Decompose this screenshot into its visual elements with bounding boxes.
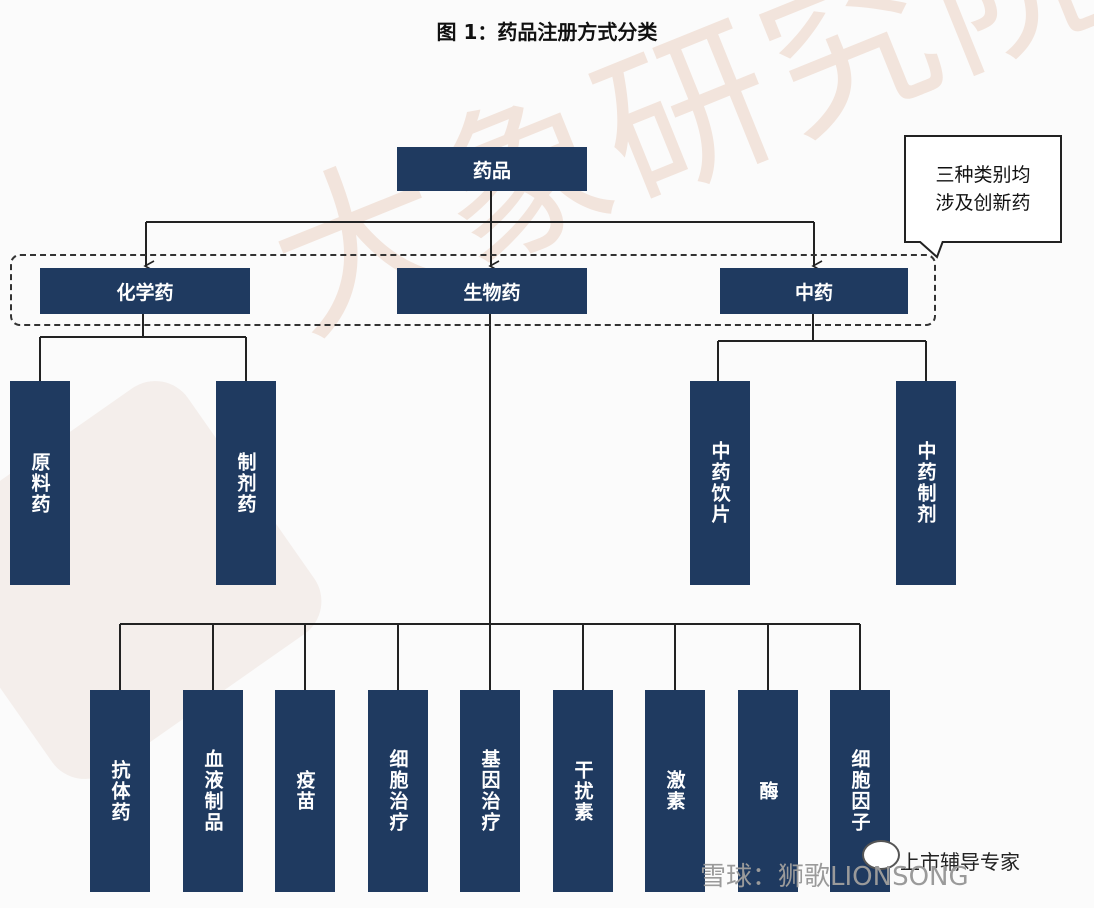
callout-line-1: 三种类别均: [935, 164, 1031, 186]
category-chemical: 化学药: [40, 268, 250, 314]
root-node: 药品: [397, 147, 587, 191]
bio-child-3: 细胞治疗: [368, 690, 428, 892]
chemical-child-api: 原料药: [10, 381, 70, 585]
footer-xueqiu: 雪球：狮歌LIONSONG: [700, 862, 969, 892]
bio-child-4: 基因治疗: [460, 690, 520, 892]
bio-child-6: 激素: [645, 690, 705, 892]
callout-line-2: 涉及创新药: [935, 192, 1031, 214]
figure-title: 图 1：药品注册方式分类: [436, 20, 658, 44]
callout-note: 三种类别均 涉及创新药: [904, 135, 1062, 243]
tcm-child-preparations: 中药制剂: [896, 381, 956, 585]
chemical-child-formulation: 制剂药: [216, 381, 276, 585]
category-group-outline: [10, 254, 936, 326]
bio-child-5: 干扰素: [553, 690, 613, 892]
category-tcm: 中药: [720, 268, 908, 314]
category-biological: 生物药: [397, 268, 587, 314]
footer-account: 上市辅导专家: [900, 850, 1020, 874]
bio-child-2: 疫苗: [275, 690, 335, 892]
wechat-icon: [862, 840, 900, 870]
bio-child-1: 血液制品: [183, 690, 243, 892]
bio-child-0: 抗体药: [90, 690, 150, 892]
callout-tail: [918, 241, 944, 259]
bio-child-7: 酶: [738, 690, 798, 892]
tcm-child-decoction-pieces: 中药饮片: [690, 381, 750, 585]
